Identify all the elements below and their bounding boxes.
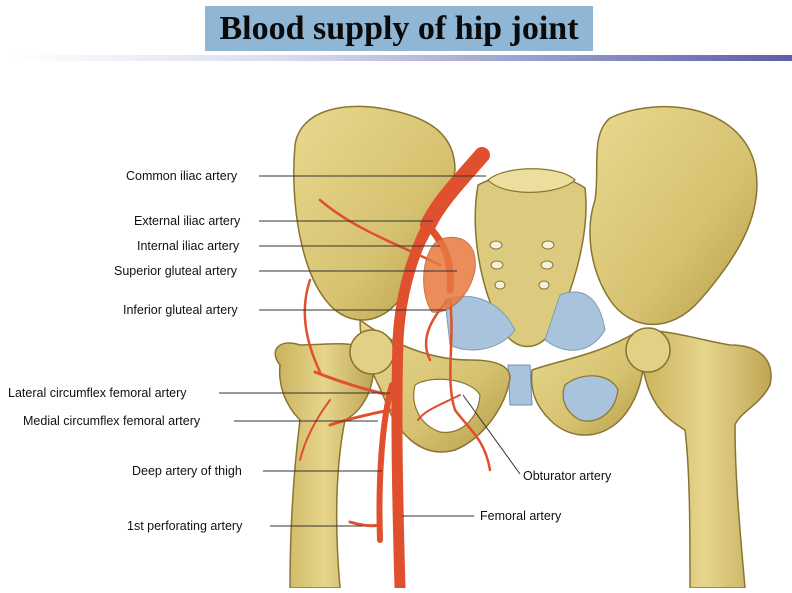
label-internal-iliac-artery: Internal iliac artery: [137, 239, 240, 253]
label-femoral-artery: Femoral artery: [480, 509, 562, 523]
right-obturator-foramen: [562, 375, 619, 422]
obturator-path: [448, 298, 492, 472]
label-1st-perforating-artery: 1st perforating artery: [127, 519, 243, 533]
perforating-path: [348, 520, 382, 528]
hip-illustration: Common iliac artery External iliac arter…: [0, 62, 792, 593]
pubic-symphysis: [507, 364, 533, 406]
title-underline: [10, 55, 792, 61]
leader-lines: [219, 175, 521, 527]
external-iliac-path: [392, 219, 434, 346]
right-femur: [639, 329, 772, 589]
pelvis-drawing: [219, 105, 772, 593]
slide-title: Blood supply of hip joint: [219, 9, 579, 47]
right-ilium: [589, 105, 758, 326]
obturator-branch: [417, 394, 461, 421]
right-femoral-head: [625, 327, 671, 373]
title-box: Blood supply of hip joint: [205, 6, 593, 51]
label-medial-circumflex-femoral-artery: Medial circumflex femoral artery: [23, 414, 201, 428]
label-common-iliac-artery: Common iliac artery: [126, 169, 238, 183]
sacral-promontory: [487, 168, 576, 193]
superior-gluteal-region: [423, 236, 476, 313]
label-lateral-circumflex-femoral-artery: Lateral circumflex femoral artery: [8, 386, 187, 400]
medial-circumflex-path: [328, 408, 392, 427]
label-external-iliac-artery: External iliac artery: [134, 214, 241, 228]
left-femur: [274, 342, 374, 589]
label-superior-gluteal-artery: Superior gluteal artery: [114, 264, 237, 278]
lateral-branch-b: [299, 399, 331, 461]
label-deep-artery-of-thigh: Deep artery of thigh: [132, 464, 242, 478]
deep-thigh-path: [376, 382, 395, 543]
left-femoral-head: [349, 329, 395, 375]
femoral-path: [391, 334, 406, 593]
common-iliac-path: [420, 147, 490, 233]
sacrospinous-ligament-left: [444, 295, 516, 351]
sacrospinous-ligament-right: [544, 291, 606, 351]
title-bar: Blood supply of hip joint: [0, 0, 792, 62]
label-obturator-artery: Obturator artery: [523, 469, 612, 483]
label-inferior-gluteal-artery: Inferior gluteal artery: [123, 303, 238, 317]
lateral-branch-a: [303, 278, 322, 374]
